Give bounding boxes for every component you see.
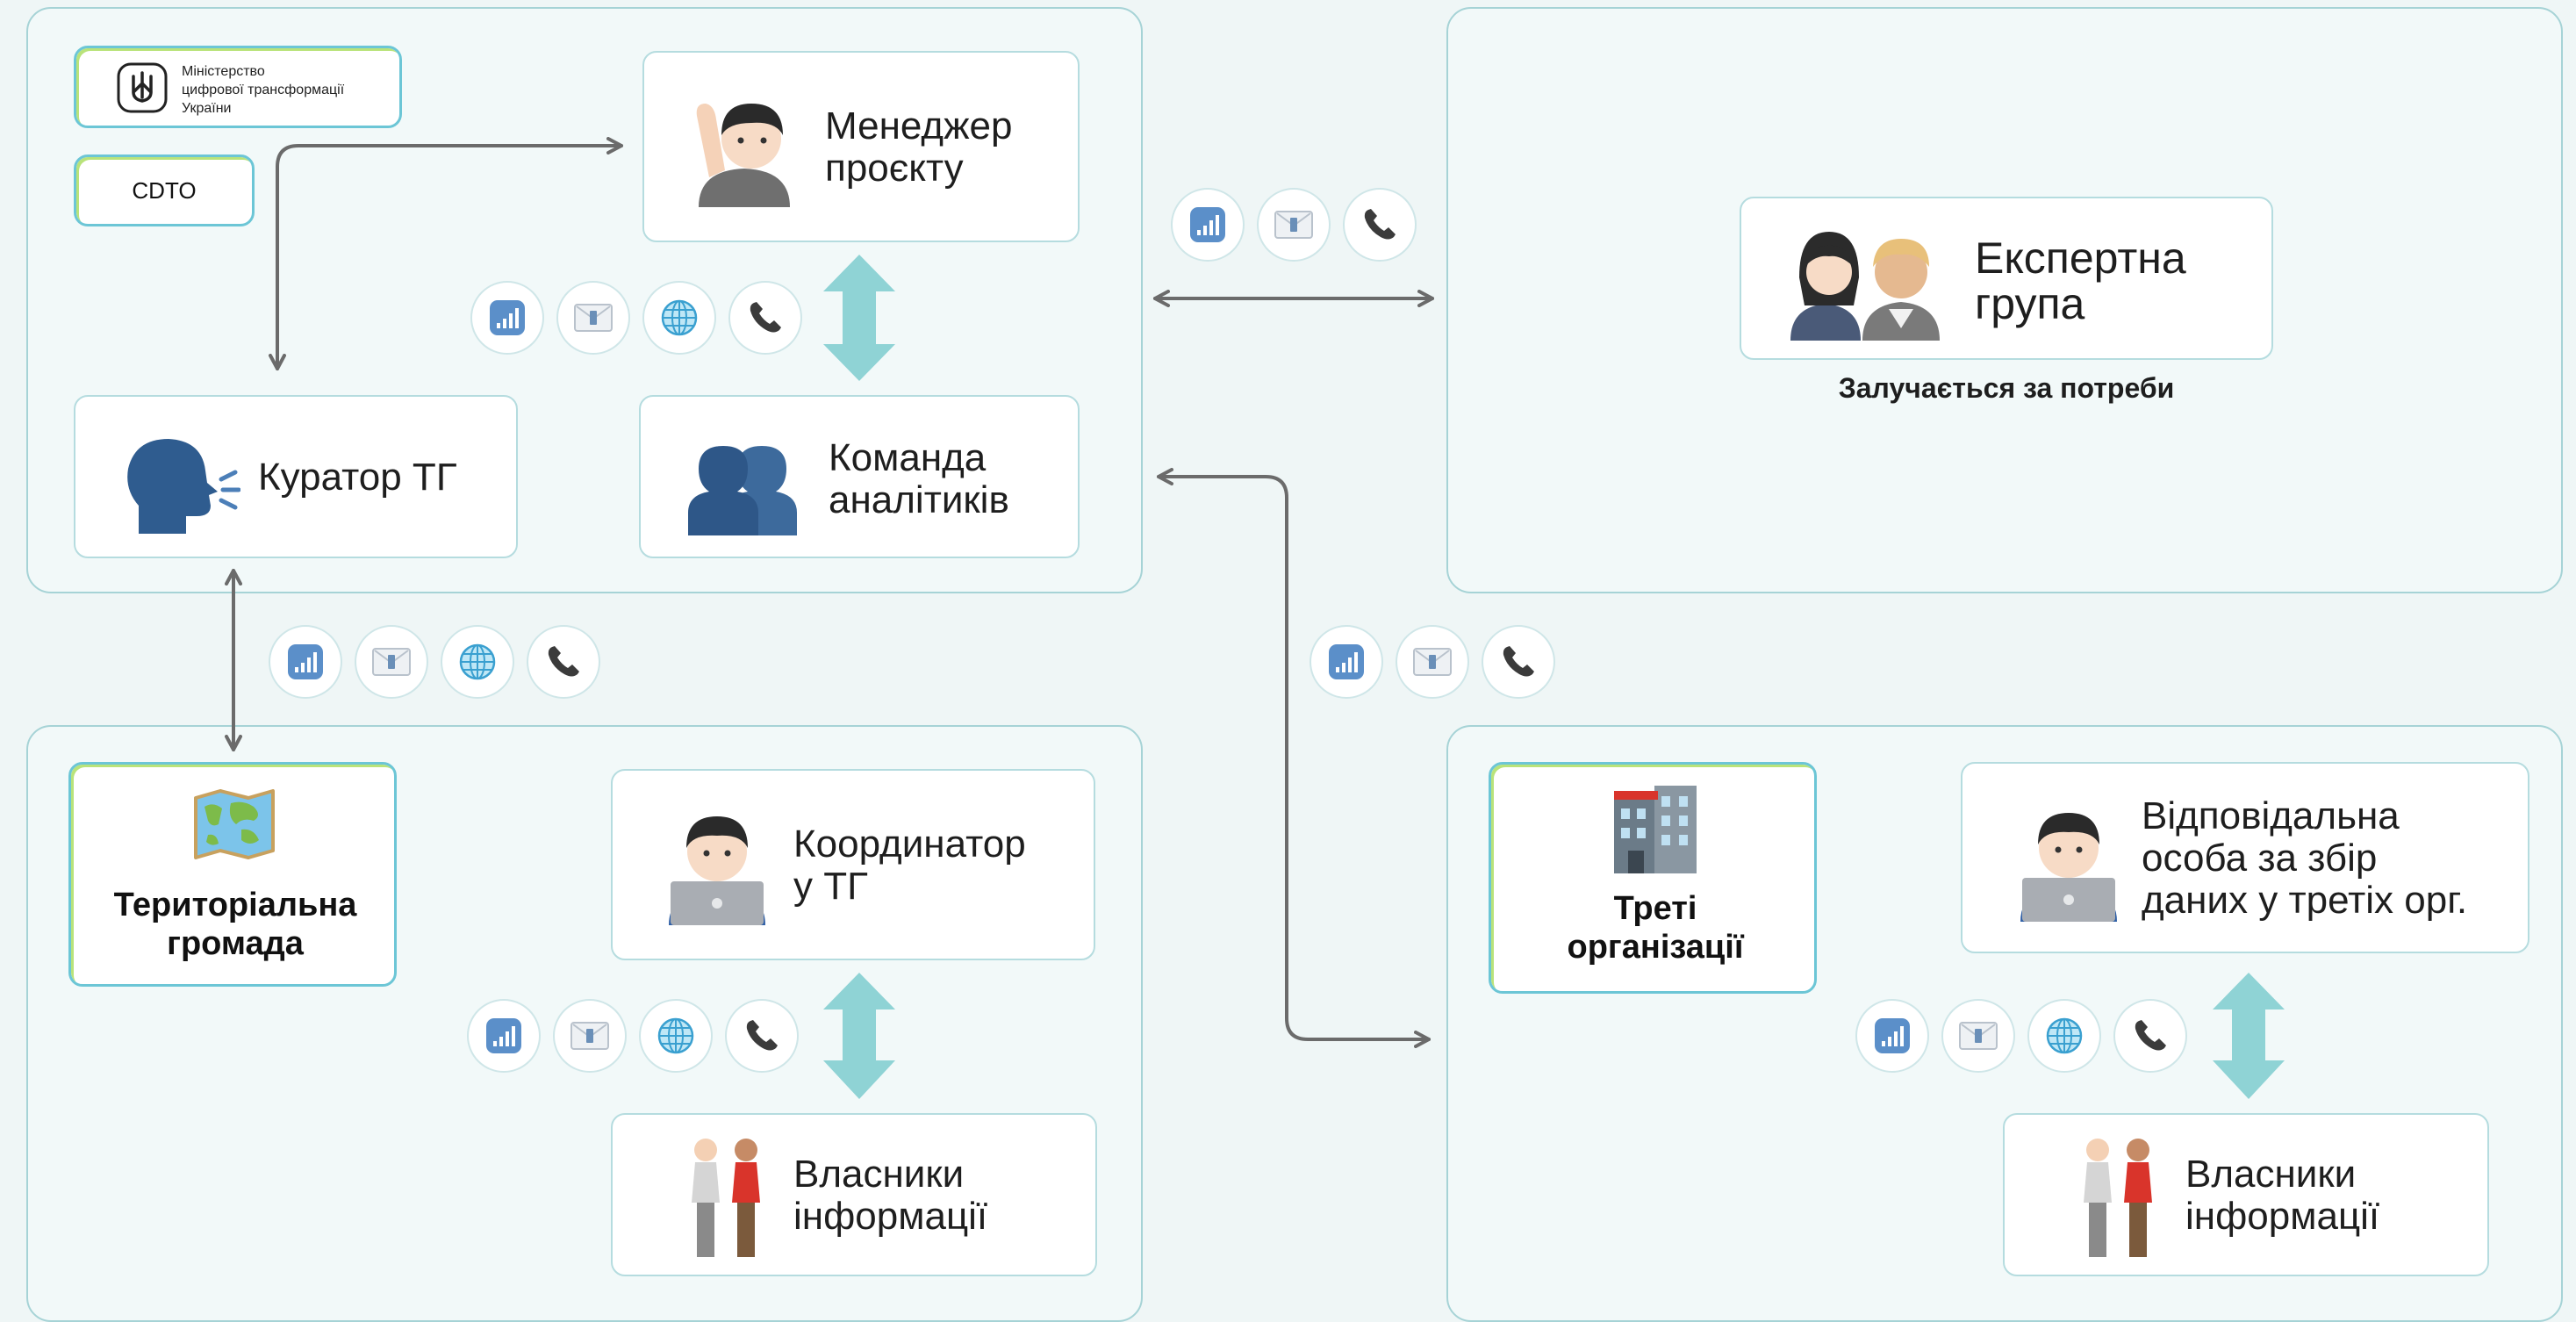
cdto-label: CDTO <box>132 176 197 204</box>
technologist-icon <box>2020 813 2117 922</box>
phone-chip <box>728 281 802 355</box>
coordinator-label-line2: у ТГ <box>793 865 868 908</box>
raising-hand-person-icon <box>696 104 790 207</box>
chart-chip <box>470 281 544 355</box>
chart-icon <box>1873 1017 1912 1055</box>
email-chip <box>553 999 627 1073</box>
community-card: Територіальна громада <box>68 762 397 987</box>
chart-chip <box>1310 625 1383 699</box>
expert-label-line2: група <box>1975 279 2085 328</box>
chart-chip <box>1171 188 1245 262</box>
phone-icon <box>1360 205 1399 244</box>
responsible-label-line2: особа за збір <box>2142 837 2378 880</box>
women-and-man-icon <box>1790 232 1940 341</box>
email-icon <box>570 1021 610 1051</box>
responsible-label-line3: даних у третіх орг. <box>2142 879 2468 922</box>
chart-icon <box>484 1017 523 1055</box>
speaking-head-icon <box>127 439 240 534</box>
phone-chip <box>527 625 600 699</box>
double-arrow-bottom-left <box>823 973 895 1099</box>
third-orgs-card: Треті організації <box>1489 762 1817 994</box>
info-owners-card-left: Власники інформації <box>611 1113 1097 1276</box>
chart-icon <box>286 643 325 681</box>
arrow-analysts-third <box>1157 468 1431 1048</box>
email-icon <box>371 647 412 677</box>
chart-icon <box>1327 643 1366 681</box>
technologist-icon <box>669 816 765 925</box>
phone-icon <box>544 643 583 681</box>
double-arrow-bottom-right <box>2213 973 2285 1099</box>
world-map-icon <box>194 789 275 859</box>
globe-icon <box>657 1017 695 1055</box>
office-building-icon <box>1614 786 1697 873</box>
phone-icon <box>1499 643 1538 681</box>
ministry-name-line1: Міністерство <box>182 64 265 79</box>
email-icon <box>1274 210 1314 240</box>
chart-icon <box>1188 205 1227 244</box>
globe-icon <box>458 643 497 681</box>
email-chip <box>355 625 428 699</box>
cdto-badge: CDTO <box>74 154 255 226</box>
third-label-line2: організації <box>1567 929 1744 966</box>
ministry-logo-badge: Міністерство цифрової трансформації Укра… <box>74 46 402 128</box>
globe-icon <box>660 298 699 337</box>
email-chip <box>1941 999 2015 1073</box>
responsible-person-card: Відповідальна особа за збір даних у трет… <box>1961 762 2529 953</box>
curator-label: Куратор ТГ <box>258 456 457 499</box>
two-men-icon <box>2084 1139 2152 1257</box>
analyst-team-card: Команда аналітиків <box>639 395 1080 558</box>
owners-right-label-line1: Власники <box>2185 1153 2357 1196</box>
email-chip <box>1257 188 1331 262</box>
expert-label-line1: Експертна <box>1975 234 2186 283</box>
chart-icon <box>488 298 527 337</box>
analysts-label-line2: аналітиків <box>829 478 1009 521</box>
community-label-line1: Територіальна <box>113 887 357 923</box>
responsible-label-line1: Відповідальна <box>2142 794 2400 837</box>
owners-right-label-line2: інформації <box>2185 1195 2380 1238</box>
phone-chip <box>725 999 799 1073</box>
ministry-name-line3: України <box>182 101 232 116</box>
expert-group-note: Залучається за потреби <box>1838 372 2175 404</box>
globe-icon <box>2045 1017 2084 1055</box>
project-manager-card: Менеджер проєкту <box>642 51 1080 242</box>
manager-label-line1: Менеджер <box>825 104 1013 147</box>
phone-chip <box>2113 999 2187 1073</box>
third-label-line1: Треті <box>1613 890 1697 927</box>
phone-chip <box>1482 625 1555 699</box>
arrow-manager-curator <box>269 137 623 370</box>
coordinator-card: Координатор у ТГ <box>611 769 1095 960</box>
email-icon <box>1412 647 1453 677</box>
phone-icon <box>743 1017 781 1055</box>
owners-left-label-line1: Власники <box>793 1153 965 1196</box>
community-label-line2: громада <box>167 925 304 962</box>
email-icon <box>1958 1021 1998 1051</box>
coordinator-label-line1: Координатор <box>793 823 1026 866</box>
email-chip <box>1396 625 1469 699</box>
phone-icon <box>746 298 785 337</box>
phone-icon <box>2131 1017 2170 1055</box>
email-icon <box>573 303 614 333</box>
trident-icon <box>117 62 168 113</box>
curator-card: Куратор ТГ <box>74 395 518 558</box>
owners-left-label-line2: інформації <box>793 1195 988 1238</box>
analysts-label-line1: Команда <box>829 436 987 479</box>
phone-chip <box>1343 188 1417 262</box>
info-owners-card-right: Власники інформації <box>2003 1113 2489 1276</box>
two-men-icon <box>692 1139 760 1257</box>
chart-chip <box>269 625 342 699</box>
globe-chip <box>639 999 713 1073</box>
globe-chip <box>2027 999 2101 1073</box>
chart-chip <box>1855 999 1929 1073</box>
expert-group-card: Експертна група <box>1740 197 2273 360</box>
globe-chip <box>642 281 716 355</box>
chart-chip <box>467 999 541 1073</box>
globe-chip <box>441 625 514 699</box>
busts-in-silhouette-icon <box>688 446 797 535</box>
manager-label-line2: проєкту <box>825 147 964 190</box>
ministry-name-line2: цифрової трансформації <box>182 83 345 97</box>
email-chip <box>556 281 630 355</box>
double-arrow-top-left <box>823 255 895 381</box>
